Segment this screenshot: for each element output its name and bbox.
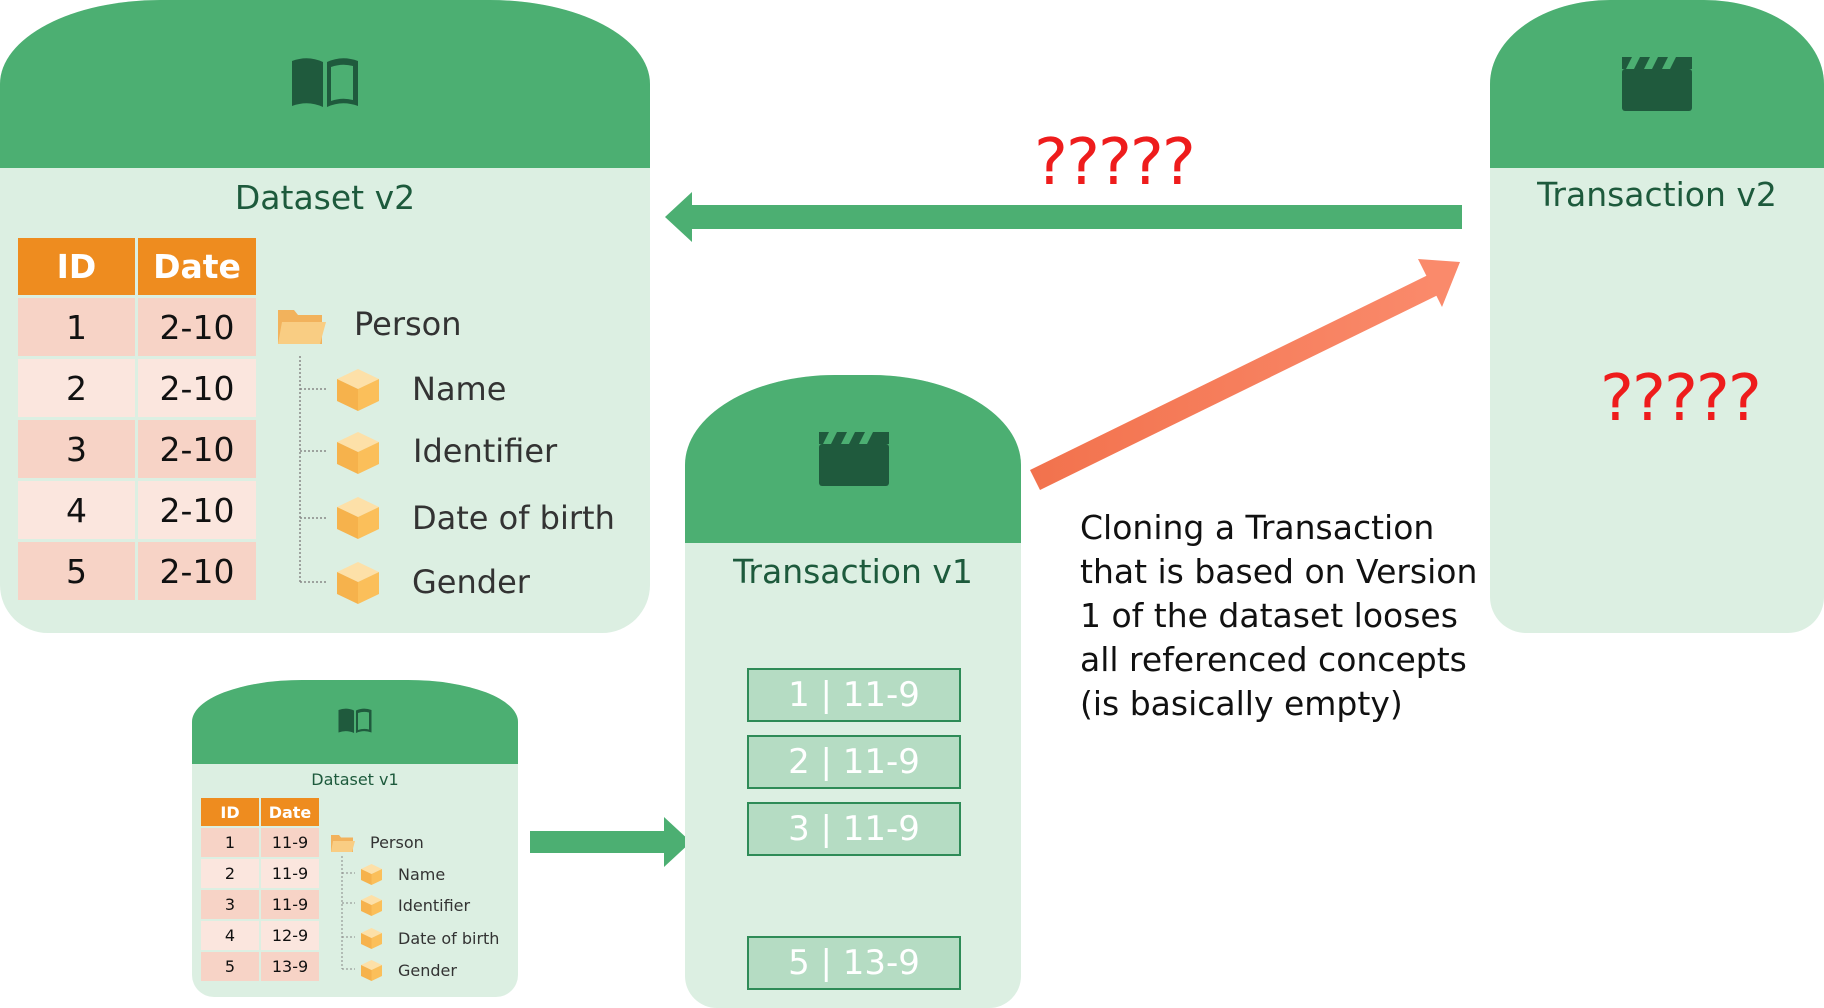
tree-item-label: Gender [412,563,530,601]
table-row: 2 11-9 [201,859,319,888]
tree-item-label: Identifier [413,432,558,470]
dataset-v1-to-transaction-arrow [530,817,691,867]
cell-id: 4 [201,921,259,950]
column-header-date: Date [138,238,256,295]
tree-item-label: Date of birth [412,499,615,537]
folder-icon [331,835,355,852]
column-header-id: ID [201,798,259,826]
transaction-v1-title: Transaction v1 [733,552,973,591]
cell-date: 11-9 [261,890,319,919]
table-header-row: ID Date [18,238,256,295]
clapperboard-icon [819,432,889,486]
cell-date: 12-9 [261,921,319,950]
table-row: 5 13-9 [201,952,319,981]
cell-id: 3 [18,420,135,478]
cell-date: 2-10 [138,420,256,478]
dataset-v2-header [0,0,650,168]
clapperboard-icon [1622,57,1692,111]
transaction-v1-card: Transaction v1 1 | 11-9 2 | 11-9 3 | 11-… [685,375,1021,1008]
cube-icon [361,864,382,885]
back-arrow [665,192,1462,242]
tree-item-label: Name [412,370,507,408]
dataset-v1-header [192,680,518,764]
cell-id: 1 [18,298,135,356]
dataset-v2-card: Dataset v2 ID Date 1 2-10 2 2-10 3 2-10 … [0,0,650,633]
tree-lines [299,356,326,583]
cell-id: 4 [18,481,135,539]
tree-item-label: Date of birth [398,929,500,948]
table-row: 2 2-10 [18,359,256,417]
dataset-v1-table: ID Date 1 11-9 2 11-9 3 11-9 4 12-9 5 13… [199,796,321,983]
transaction-row: 2 | 11-9 [747,735,961,789]
cell-date: 2-10 [138,542,256,600]
column-header-id: ID [18,238,135,295]
cell-date: 11-9 [261,828,319,857]
cube-icon [361,960,382,981]
clone-arrow [1030,259,1460,490]
transaction-v2-card: Transaction v2 ????? [1490,0,1824,633]
book-icon [292,58,358,107]
cell-id: 2 [201,859,259,888]
cell-date: 2-10 [138,481,256,539]
cell-date: 13-9 [261,952,319,981]
folder-icon [278,310,326,344]
book-icon [338,708,372,733]
cube-icon [337,369,379,411]
table-row: 5 2-10 [18,542,256,600]
column-header-date: Date [261,798,319,826]
dataset-v2-table: ID Date 1 2-10 2 2-10 3 2-10 4 2-10 5 2-… [15,235,259,603]
transaction-row: 5 | 13-9 [747,936,961,990]
tree-item-label: Identifier [398,896,471,915]
dataset-v1-card: Dataset v1 ID Date 1 11-9 2 11-9 3 11-9 … [192,680,518,997]
cube-icon [361,895,382,916]
cell-id: 1 [201,828,259,857]
transaction-row: 3 | 11-9 [747,802,961,856]
clone-caption: Cloning a Transaction that is based on V… [1080,508,1478,723]
cube-icon [337,497,379,539]
table-row: 4 12-9 [201,921,319,950]
cell-date: 2-10 [138,298,256,356]
cell-id: 3 [201,890,259,919]
dataset-v1-title: Dataset v1 [311,770,399,789]
table-row: 1 11-9 [201,828,319,857]
cell-date: 11-9 [261,859,319,888]
tree-item-label: Name [398,865,446,884]
table-row: 4 2-10 [18,481,256,539]
cell-id: 2 [18,359,135,417]
table-header-row: ID Date [201,798,319,826]
table-row: 3 11-9 [201,890,319,919]
transaction-v2-content: ????? [1600,362,1762,436]
tree-item-label: Gender [398,961,457,980]
cell-id: 5 [201,952,259,981]
transaction-v2-title: Transaction v2 [1537,175,1777,214]
cube-icon [337,562,379,604]
cube-icon [361,928,382,949]
arrow-label: ????? [1034,126,1196,200]
table-row: 1 2-10 [18,298,256,356]
cell-id: 5 [18,542,135,600]
transaction-row: 1 | 11-9 [747,668,961,722]
tree-lines [341,856,355,970]
dataset-v2-title: Dataset v2 [234,178,416,217]
cell-date: 2-10 [138,359,256,417]
tree-folder-label: Person [354,305,462,343]
cube-icon [337,432,379,474]
tree-folder-label: Person [370,833,424,852]
table-row: 3 2-10 [18,420,256,478]
